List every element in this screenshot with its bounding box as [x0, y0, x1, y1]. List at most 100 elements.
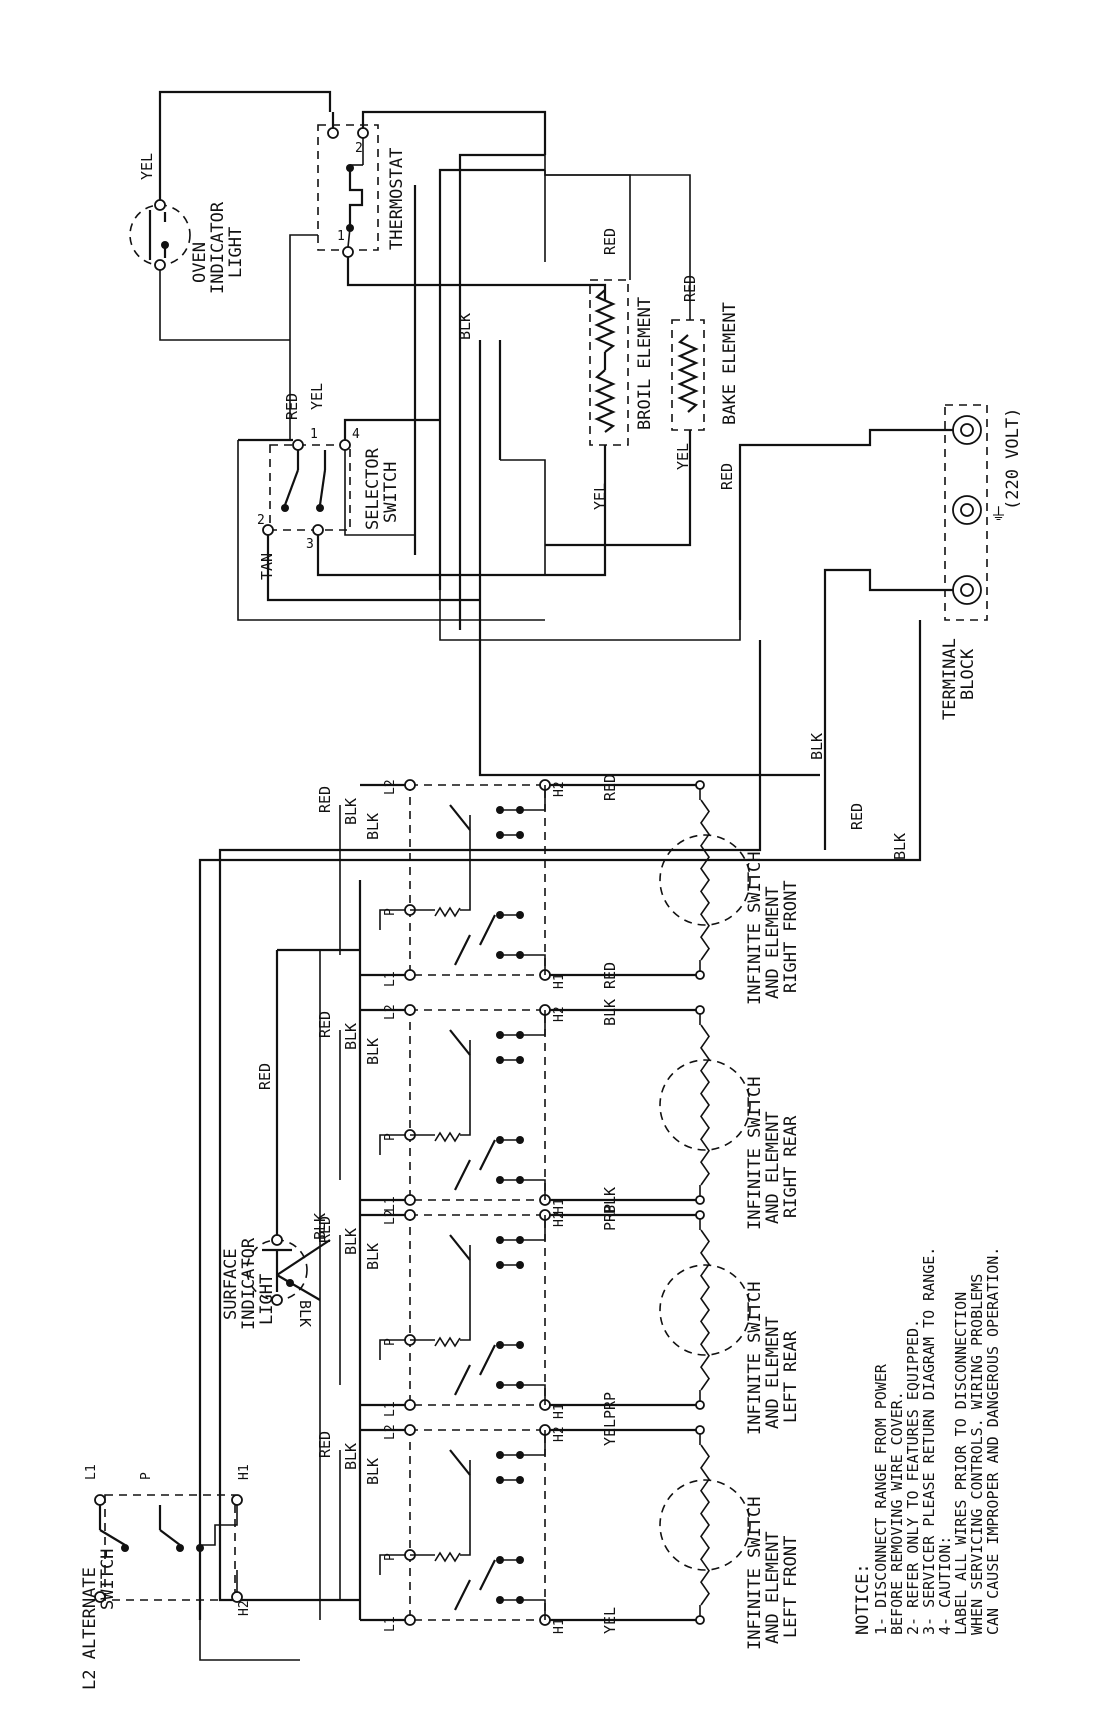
selector-pin-2: 2 — [257, 513, 265, 528]
element-wire-h2: YEL — [601, 1419, 619, 1446]
notice-line-4: 3- SERVICER PLEASE RETURN DIAGRAM TO RAN… — [920, 1247, 938, 1635]
infinite-switch-label-1: INFINITE SWITCH — [745, 1076, 765, 1230]
selector-pin-1: 1 — [310, 427, 318, 442]
notice-line-6: LABEL ALL WIRES PRIOR TO DISCONNECTION — [952, 1292, 970, 1635]
infinite-switch-label-2: AND ELEMENT — [763, 1531, 783, 1644]
element-wire-h2: BLK — [601, 999, 619, 1026]
terminal-h1: H1 — [552, 1198, 567, 1214]
element-wire-h1: YEL — [601, 1607, 619, 1634]
alt-term-p: P — [139, 1472, 154, 1480]
terminal-l1: L1 — [383, 1616, 398, 1632]
terminal-h2: H2 — [552, 1006, 567, 1022]
infinite-switch-label-3: LEFT REAR — [781, 1330, 801, 1423]
bake-element — [671, 319, 705, 431]
broil-element-label: BROIL ELEMENT — [635, 297, 655, 430]
feed-wire-blk-2: BLK — [364, 1243, 382, 1270]
oven-circuit: YEL OVEN INDICATOR LIGHT 1 2 THERMOSTAT — [129, 90, 1023, 1620]
selector-label-1: SELECTOR — [363, 447, 383, 530]
terminal-l1: L1 — [383, 971, 398, 987]
oven-indicator-label-2: INDICATOR — [208, 201, 228, 294]
wire-red-main: RED — [848, 803, 866, 830]
surface-blk-tap-2: BLK — [296, 1300, 314, 1327]
terminal-l2: L2 — [383, 1424, 398, 1440]
terminal-h1: H1 — [552, 1618, 567, 1634]
feed-wire-blk-2: BLK — [364, 1458, 382, 1485]
notice-line-5: 4- CAUTION: — [936, 1536, 954, 1635]
terminal-block — [944, 404, 988, 621]
selector-label-2: SWITCH — [381, 462, 401, 523]
element-wire-h1: RED — [601, 962, 619, 989]
feed-wire-blk-1: BLK — [342, 798, 360, 825]
wire-blk-mid: BLK — [456, 313, 474, 340]
surface-indicator-label-2: INDICATOR — [239, 1237, 259, 1330]
infinite-switch-label-1: INFINITE SWITCH — [745, 851, 765, 1005]
oven-indicator-label-3: LIGHT — [226, 227, 246, 278]
surface-circuit: SURFACE INDICATOR LIGHT RED BLK BLK L2 A… — [80, 774, 1002, 1690]
surface-red-feed: RED — [256, 1063, 274, 1090]
feed-wire-blk-1: BLK — [342, 1443, 360, 1470]
surface-indicator-label-3: LIGHT — [257, 1274, 277, 1325]
feed-wire-red: RED — [316, 1431, 334, 1458]
notice-line-8: CAN CAUSE IMPROPER AND DANGEROUS OPERATI… — [984, 1247, 1002, 1635]
terminal-l1: L1 — [383, 1196, 398, 1212]
notice-title: NOTICE: — [853, 1563, 873, 1635]
wire-yel-sel: YEL — [308, 383, 326, 410]
voltage-label: (220 VOLT) — [1003, 408, 1023, 510]
wire-yel-broil: YEL — [591, 483, 609, 510]
terminal-l2: L2 — [383, 779, 398, 795]
infinite-switch-label-3: LEFT FRONT — [781, 1536, 801, 1638]
infinite-switch-label-1: INFINITE SWITCH — [745, 1281, 765, 1435]
notice-block: NOTICE: 1- DISCONNECT RANGE FROM POWER B… — [853, 1247, 1002, 1635]
terminal-h2: H2 — [552, 1426, 567, 1442]
feed-wire-blk-2: BLK — [364, 1038, 382, 1065]
alt-switch-label-2: SWITCH — [98, 1549, 118, 1610]
terminal-h1: H1 — [552, 1403, 567, 1419]
terminal-p: P — [383, 908, 398, 916]
notice-line-3: 2- REFER ONLY TO FEATURES EQUIPPED. — [904, 1319, 922, 1635]
broil-element — [589, 279, 629, 446]
element-wire-h1: PRP — [601, 1392, 619, 1419]
wire-red-broil: RED — [601, 228, 619, 255]
feed-wire-red: RED — [316, 786, 334, 813]
element-wire-h2: PRP — [601, 1204, 619, 1231]
surface-indicator-light — [246, 1234, 308, 1306]
terminal-l1: L1 — [383, 1401, 398, 1417]
infinite-switch-label-2: AND ELEMENT — [763, 1316, 783, 1429]
wire-blk-tb: BLK — [808, 733, 826, 760]
alternate-switch — [94, 1494, 243, 1603]
thermostat — [317, 124, 379, 258]
oven-indicator-light — [129, 199, 191, 271]
feed-wire-blk-2: BLK — [364, 813, 382, 840]
infinite-switch-label-2: AND ELEMENT — [763, 886, 783, 999]
alt-term-h2: H2 — [237, 1600, 252, 1616]
alt-term-l1: L1 — [84, 1464, 99, 1480]
feed-wire-red: RED — [316, 1216, 334, 1243]
terminal-l2: L2 — [383, 1209, 398, 1225]
feed-wire-blk-1: BLK — [342, 1023, 360, 1050]
wire-yel-bake: YEL — [674, 443, 692, 470]
oven-indicator-label-1: OVEN — [190, 242, 210, 283]
selector-switch — [262, 439, 351, 536]
element-wire-h2: RED — [601, 774, 619, 801]
oven-wire-yel-light: YEL — [138, 153, 156, 180]
infinite-switch-label-3: RIGHT FRONT — [781, 880, 801, 993]
wire-red-sel: RED — [283, 393, 301, 420]
terminal-p: P — [383, 1338, 398, 1346]
thermostat-pin-2: 2 — [355, 141, 363, 156]
wire-blk-main: BLK — [891, 833, 909, 860]
terminal-block-label-1: TERMINAL — [940, 638, 960, 720]
notice-line-7: WHEN SERVICING CONTROLS. WIRING PROBLEMS — [968, 1274, 986, 1635]
oven-indicator-light-label: OVEN INDICATOR LIGHT — [190, 201, 246, 294]
surface-indicator-label-1: SURFACE — [221, 1248, 241, 1320]
thermostat-label: THERMOSTAT — [387, 148, 407, 250]
terminal-p: P — [383, 1553, 398, 1561]
infinite-switch-label-2: AND ELEMENT — [763, 1111, 783, 1224]
bake-element-label: BAKE ELEMENT — [720, 302, 740, 425]
thermostat-pin-1: 1 — [337, 229, 345, 244]
